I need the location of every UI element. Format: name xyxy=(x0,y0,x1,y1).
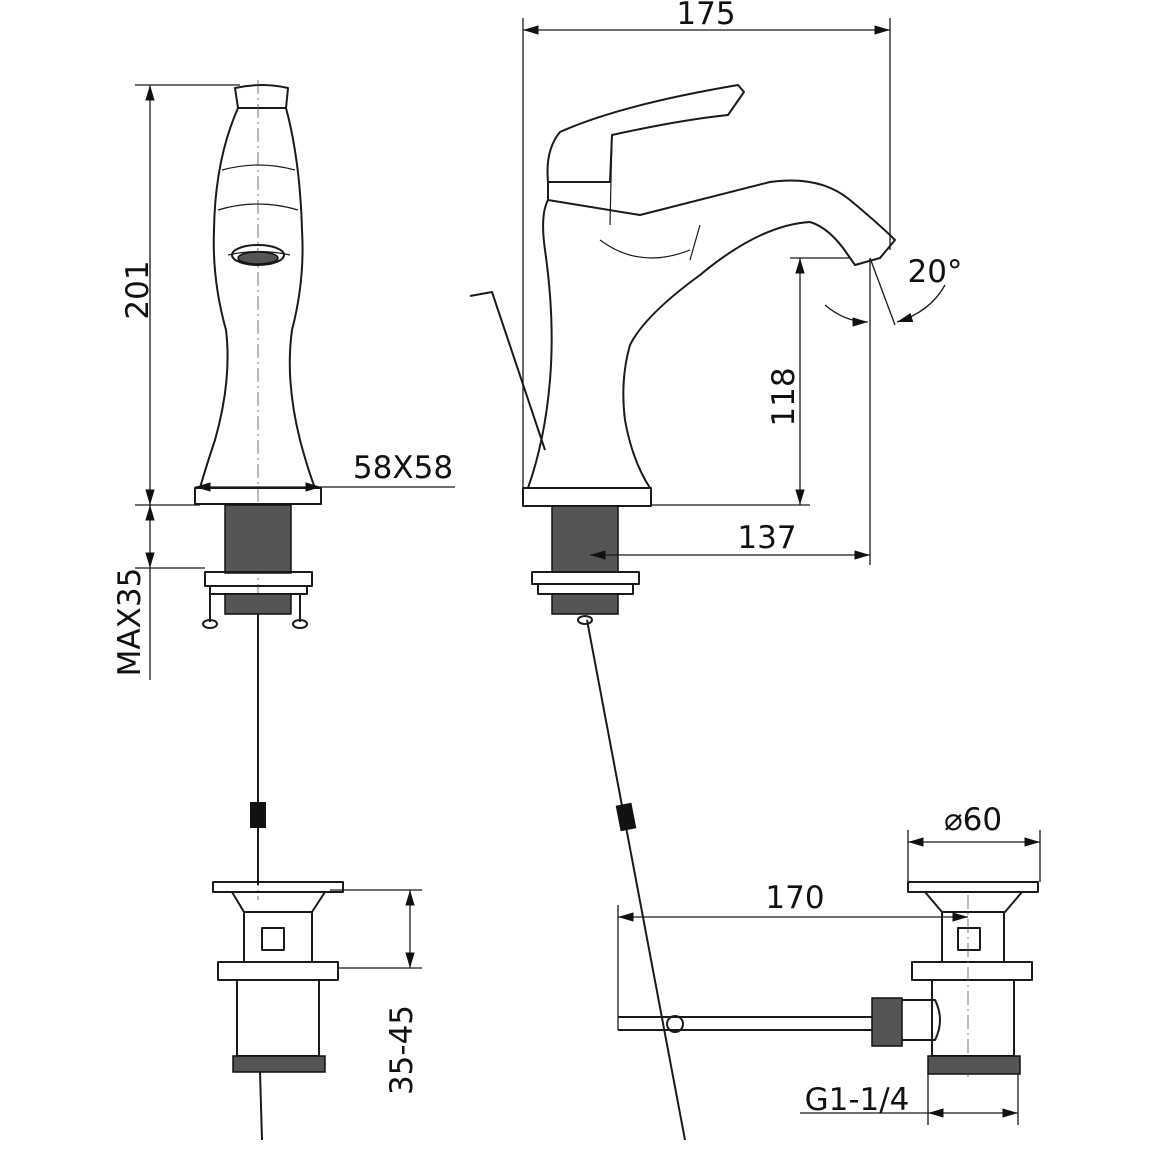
faucet-side-view xyxy=(469,84,1039,1141)
dim-label-max35: MAX35 xyxy=(112,568,148,677)
dimension-lines xyxy=(135,18,1041,1125)
dim-label-35-45: 35-45 xyxy=(384,1005,420,1095)
dim-label-diameter-60: ⌀60 xyxy=(944,802,1002,838)
dim-label-20deg: 20° xyxy=(908,254,963,290)
dim-label-175: 175 xyxy=(676,0,735,32)
faucet-front-view xyxy=(194,80,344,1141)
dim-label-201: 201 xyxy=(120,260,156,319)
dim-label-58x58: 58X58 xyxy=(353,450,453,486)
dim-label-137: 137 xyxy=(737,520,796,556)
threaded-shank xyxy=(224,504,292,574)
dim-label-118: 118 xyxy=(766,367,802,426)
dim-label-g1-1-4: G1-1/4 xyxy=(805,1082,910,1118)
dim-label-170: 170 xyxy=(765,880,824,916)
